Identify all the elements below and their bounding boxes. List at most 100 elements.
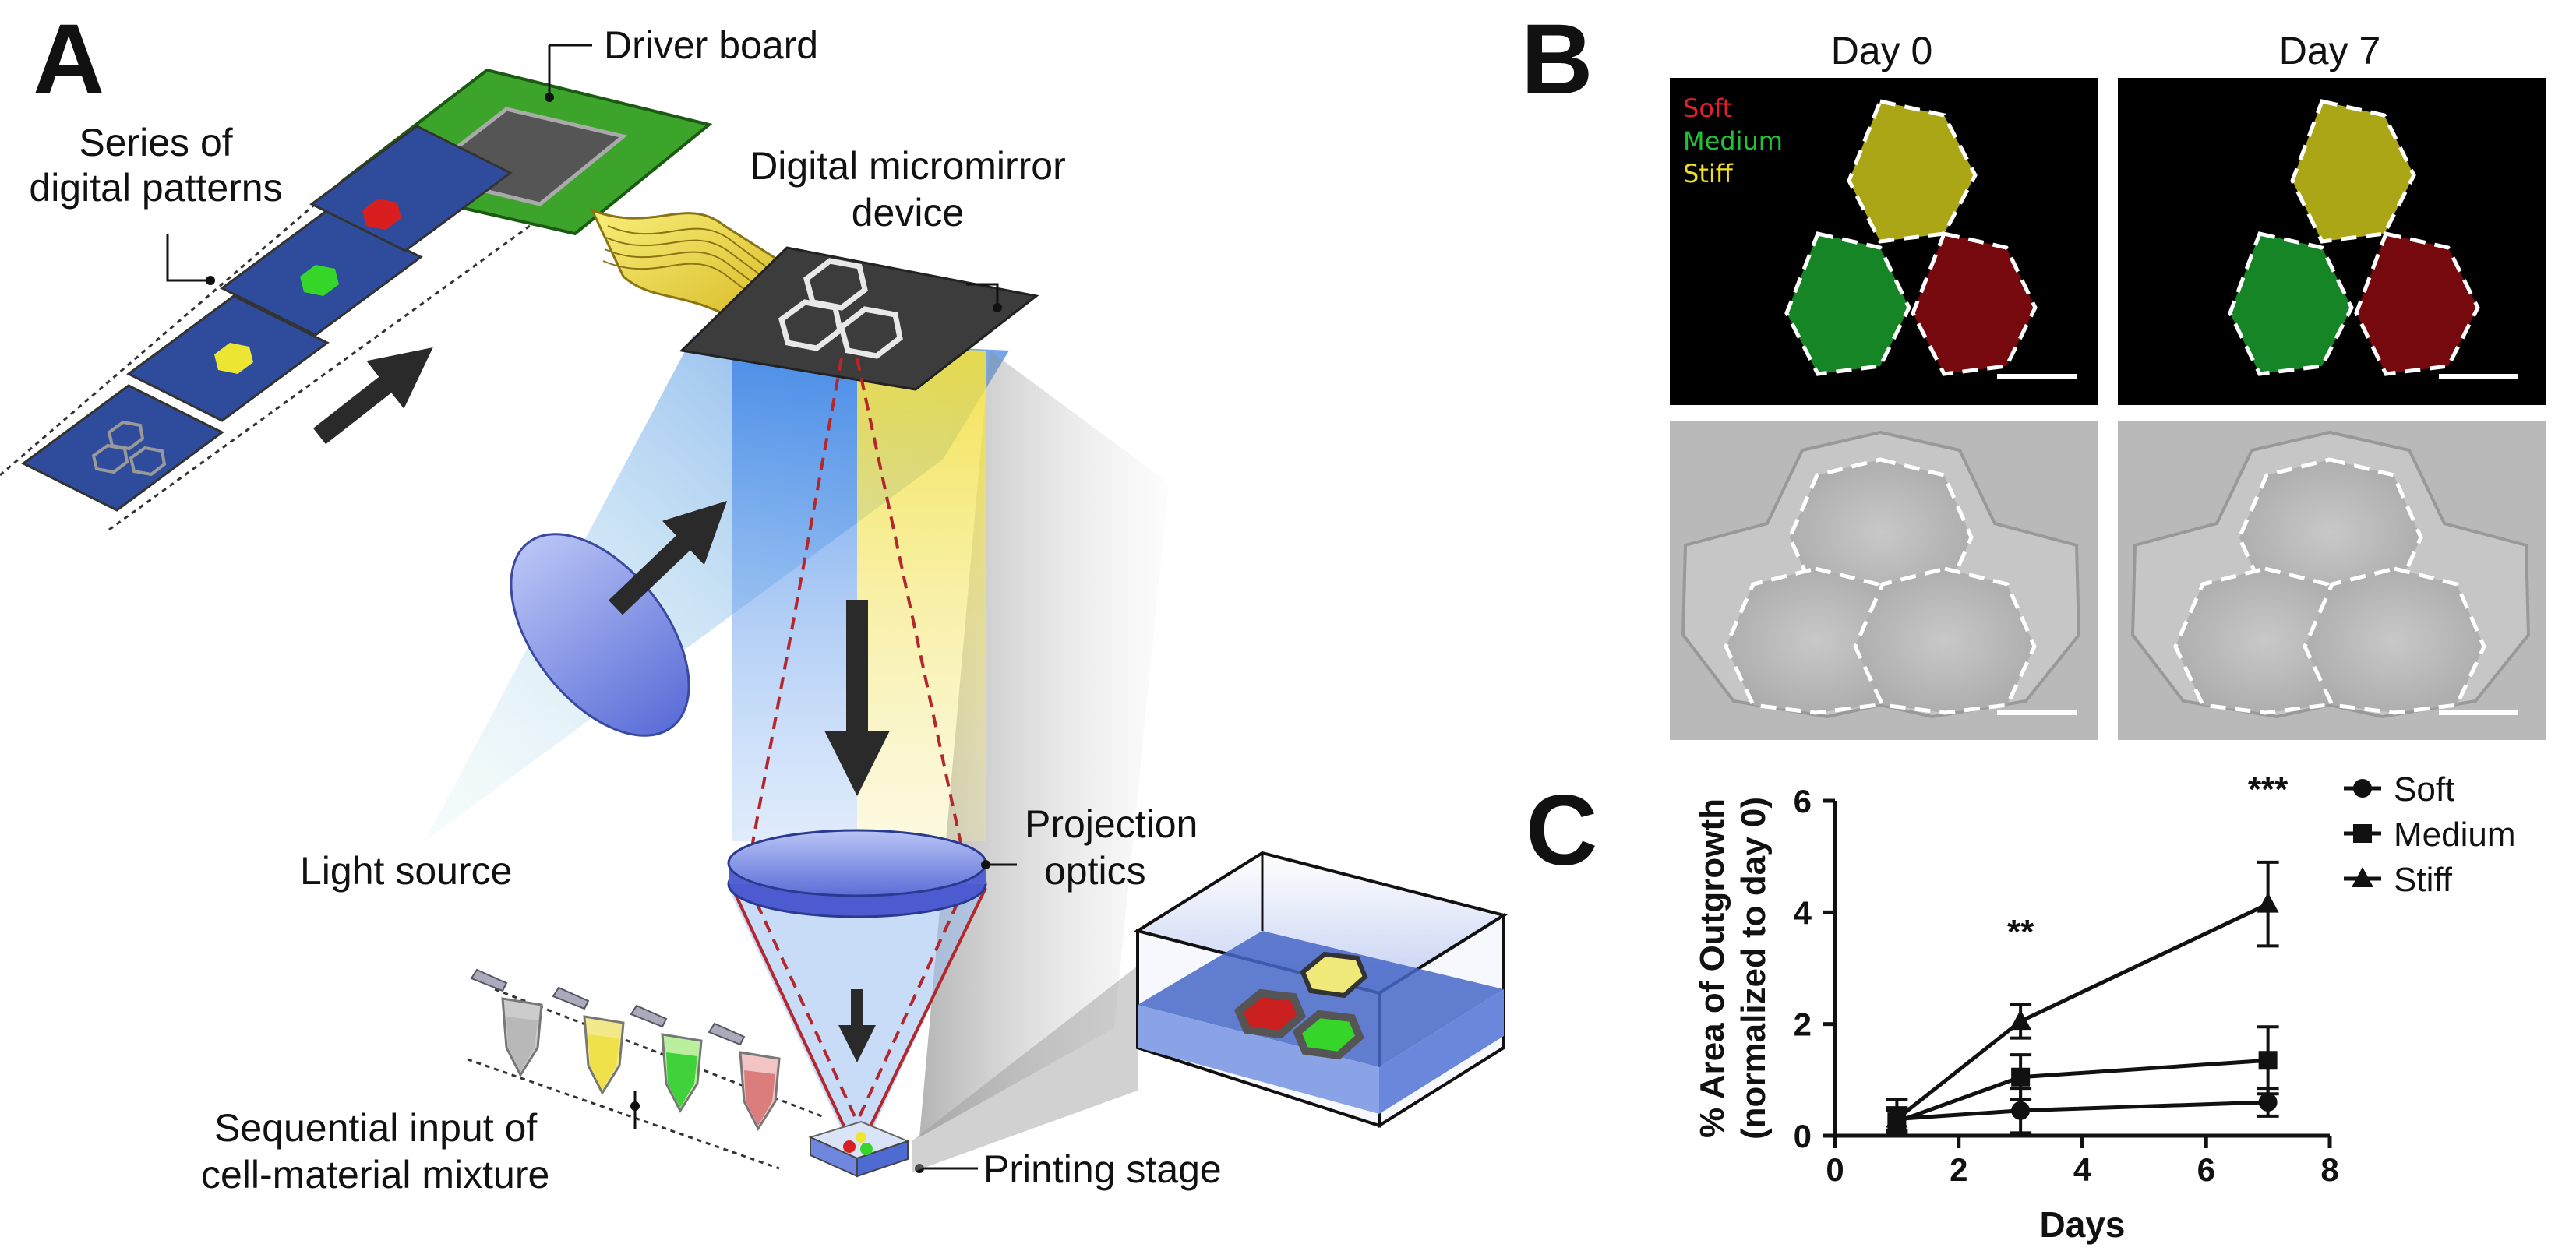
legend-marker-stiff	[2352, 867, 2373, 887]
significance-day3: **	[2007, 913, 2034, 951]
pattern-hex-green	[300, 265, 339, 296]
light-source-lens	[510, 533, 690, 737]
panel-c-letter: C	[1526, 775, 1597, 886]
x-tick-label: 8	[2320, 1151, 2338, 1188]
printing-stage-small	[808, 1120, 910, 1178]
data-point-stiff	[1886, 1107, 1908, 1128]
dmd-label-line1: Digital micromirror	[750, 144, 1066, 188]
fluorescence-day7	[2118, 78, 2546, 405]
data-point-stiff	[2010, 1010, 2032, 1031]
pattern-frame-4	[309, 125, 513, 252]
projection-lens-top	[727, 829, 987, 897]
x-tick-label: 2	[1950, 1151, 1967, 1188]
tube-grey	[470, 968, 543, 1078]
day0-hex-stiff	[1847, 99, 1978, 244]
day7-hex-stiff	[2290, 99, 2416, 244]
x-tick-label: 0	[1826, 1151, 1844, 1188]
projection-label-line1: Projection	[1025, 802, 1198, 846]
printing-stage-leader-dot	[915, 1164, 924, 1173]
light-arrow	[609, 501, 728, 615]
y-tick-label: 2	[1794, 1006, 1812, 1043]
legend-label-stiff: Stiff	[2394, 861, 2453, 899]
driver-board-leader-dot	[545, 93, 554, 102]
day7-hex-soft	[2354, 231, 2480, 376]
pattern-hex-outline	[91, 420, 167, 477]
dmd-device	[679, 246, 1039, 391]
panel-b-letter: B	[1521, 4, 1593, 115]
day7-header: Day 7	[2279, 29, 2381, 72]
panel-a: A Digital micromirror	[0, 4, 1509, 1196]
y-axis-label-line2: (normalized to day 0)	[1734, 797, 1773, 1140]
legend-marker-medium	[2353, 824, 2372, 843]
day7-hex-medium	[2228, 231, 2354, 376]
data-point-stiff	[2257, 892, 2279, 913]
day0-hex-soft	[1911, 231, 2038, 376]
series-line-stiff	[1895, 902, 2269, 1121]
x-tick-label: 4	[2073, 1151, 2092, 1188]
brightfield-day7	[2118, 421, 2546, 740]
data-point-soft	[2011, 1101, 2031, 1120]
pattern-hex-red	[362, 199, 401, 230]
sequential-label-line1: Sequential input of	[214, 1106, 537, 1150]
projection-leader-dot	[981, 860, 990, 869]
pattern-strip-arrow	[312, 347, 433, 445]
ribbon-cable-lines	[602, 225, 796, 311]
x-axis-label: Days	[2040, 1204, 2126, 1245]
series-leader	[166, 234, 210, 282]
series-line-soft	[1897, 1100, 2268, 1121]
y-tick-label: 0	[1794, 1118, 1812, 1154]
tube-yellow	[552, 986, 625, 1096]
panel-a-letter: A	[33, 4, 104, 115]
dmd-ray-lines	[746, 358, 968, 1122]
inset-hex-yellow	[1300, 951, 1368, 999]
data-point-medium	[2258, 1051, 2278, 1070]
significance-day7: ***	[2248, 770, 2288, 809]
data-point-medium	[2011, 1067, 2031, 1087]
yellow-beam	[857, 347, 986, 841]
dmd-label-line2: device	[852, 191, 965, 234]
legend-label-medium: Medium	[2394, 816, 2516, 854]
sequential-label-line2: cell-material mixture	[201, 1153, 549, 1196]
projection-label-line2: optics	[1044, 849, 1146, 893]
printing-stage-label: Printing stage	[983, 1147, 1222, 1191]
legend-label-soft: Soft	[2394, 770, 2454, 809]
optics-ray-lines	[731, 887, 987, 1130]
pattern-hex-yellow	[214, 343, 253, 374]
tube-row	[467, 988, 827, 1170]
dmd-hexagon-pattern	[778, 258, 903, 359]
legend-marker-soft	[2353, 779, 2372, 798]
light-source-label: Light source	[300, 849, 512, 893]
legend-stiff: Stiff	[1683, 159, 1734, 189]
x-tick-label: 6	[2197, 1151, 2215, 1188]
series-label-line2: digital patterns	[29, 166, 282, 210]
fluorescence-day0: Soft Medium Stiff	[1670, 78, 2098, 405]
series-label-line1: Series of	[79, 121, 232, 164]
y-tick-label: 4	[1794, 894, 1812, 931]
legend-soft: Soft	[1683, 93, 1732, 123]
pattern-strip	[0, 125, 531, 531]
dmd-leader	[966, 283, 999, 308]
day0-hex-medium	[1784, 231, 1911, 376]
legend-medium: Medium	[1683, 126, 1783, 156]
blue-beam	[732, 343, 857, 841]
y-tick-label: 6	[1794, 783, 1812, 819]
driver-board-label: Driver board	[604, 23, 818, 67]
sequential-leader-dot	[630, 1101, 640, 1111]
day0-header: Day 0	[1831, 29, 1933, 72]
inset-zoom-shadow	[912, 966, 1138, 1172]
printing-stage-inset	[1133, 851, 1509, 1129]
brightfield-day0	[1670, 421, 2098, 740]
tube-red	[708, 1022, 781, 1132]
series-line-medium	[1896, 1058, 2268, 1124]
tube-green	[630, 1004, 703, 1114]
data-point-soft	[2258, 1093, 2278, 1112]
inset-hex-red	[1233, 988, 1306, 1039]
series-leader-dot	[206, 276, 215, 285]
inset-hex-green	[1292, 1010, 1364, 1060]
y-axis-label-line1: % Area of Outgrowth	[1693, 798, 1731, 1138]
dmd-leader-dot	[993, 303, 1002, 312]
driver-board-leader	[548, 44, 592, 97]
